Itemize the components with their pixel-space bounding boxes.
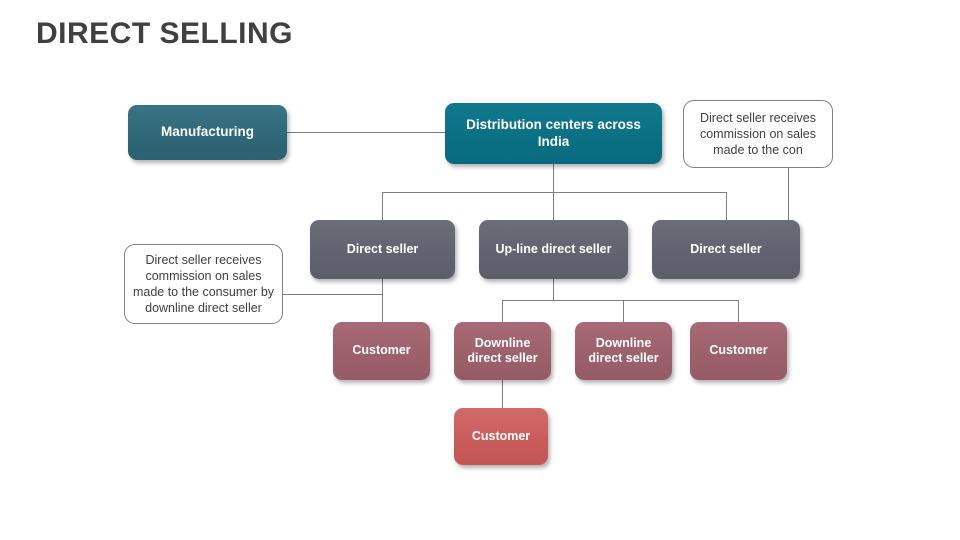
node-direct-seller-left-label: Direct seller bbox=[346, 241, 419, 256]
connector-to-direct-seller-right bbox=[726, 192, 727, 220]
connector-to-downline-2 bbox=[623, 300, 624, 322]
connector-upline-stem bbox=[553, 279, 554, 300]
connector-to-direct-seller-left bbox=[382, 192, 383, 220]
node-customer-right-label: Customer bbox=[709, 343, 768, 358]
node-distribution-centers-label: Distribution centers across India bbox=[466, 117, 641, 149]
connector-downline-bar bbox=[502, 300, 738, 301]
connector-to-upline-seller bbox=[553, 192, 554, 220]
connector-to-downline-1 bbox=[502, 300, 503, 322]
node-customer-right[interactable]: Customer bbox=[690, 322, 787, 380]
node-manufacturing[interactable]: Manufacturing bbox=[128, 105, 287, 160]
note-commission-right-text: Direct seller receives commission on sal… bbox=[699, 110, 816, 158]
note-commission-right[interactable]: Direct seller receives commission on sal… bbox=[683, 100, 833, 168]
node-distribution-centers[interactable]: Distribution centers across India bbox=[445, 103, 662, 164]
node-customer-bottom[interactable]: Customer bbox=[454, 408, 548, 465]
connector-downline-to-customer-bottom bbox=[502, 380, 503, 408]
connector-manufacturing-to-distribution bbox=[287, 132, 445, 133]
note-commission-left[interactable]: Direct seller receives commission on sal… bbox=[124, 244, 283, 324]
connector-direct-seller-to-customer bbox=[382, 279, 383, 322]
node-manufacturing-label: Manufacturing bbox=[161, 124, 254, 140]
note-commission-left-text: Direct seller receives commission on sal… bbox=[132, 252, 275, 316]
node-direct-seller-right[interactable]: Direct seller bbox=[652, 220, 800, 279]
connector-distribution-stem bbox=[553, 164, 554, 192]
node-upline-direct-seller[interactable]: Up-line direct seller bbox=[479, 220, 628, 279]
page-title: DIRECT SELLING bbox=[36, 17, 294, 50]
node-customer-left-label: Customer bbox=[352, 343, 411, 358]
connector-note-left-tie bbox=[283, 294, 382, 295]
node-customer-left[interactable]: Customer bbox=[333, 322, 430, 380]
connector-sellers-bar bbox=[382, 192, 726, 193]
node-direct-seller-left[interactable]: Direct seller bbox=[310, 220, 455, 279]
connector-to-customer-right bbox=[738, 300, 739, 322]
connector-note-right-stem bbox=[788, 168, 789, 220]
node-upline-direct-seller-label: Up-line direct seller bbox=[495, 241, 612, 256]
node-downline-direct-seller-1-label: Downline direct seller bbox=[467, 335, 538, 365]
node-downline-direct-seller-1[interactable]: Downline direct seller bbox=[454, 322, 551, 380]
node-downline-direct-seller-2-label: Downline direct seller bbox=[588, 335, 659, 365]
node-downline-direct-seller-2[interactable]: Downline direct seller bbox=[575, 322, 672, 380]
node-customer-bottom-label: Customer bbox=[471, 428, 531, 443]
node-direct-seller-right-label: Direct seller bbox=[690, 241, 762, 256]
